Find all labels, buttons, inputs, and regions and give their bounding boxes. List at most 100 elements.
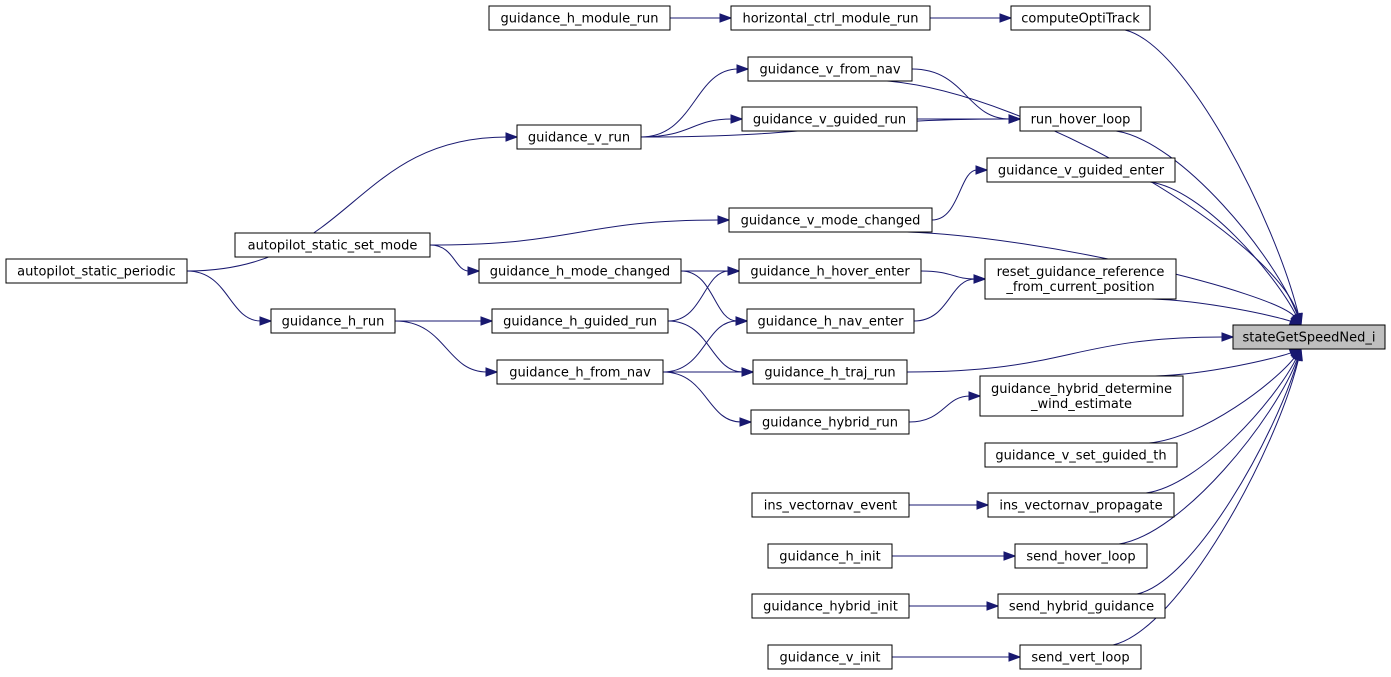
node-label: guidance_h_guided_run	[503, 315, 657, 330]
node-label: guidance_v_init	[780, 651, 881, 666]
node-label: guidance_v_from_nav	[759, 63, 900, 78]
node-guidance-h-nav-enter[interactable]: guidance_h_nav_enter	[746, 308, 915, 334]
node-guidance-hybrid-init[interactable]: guidance_hybrid_init	[751, 593, 910, 619]
edge-send-vert-loop-to-stategetspeedned-i	[1112, 347, 1303, 646]
node-reset-guidance-reference-from-current-position[interactable]: reset_guidance_reference_from_current_po…	[984, 258, 1177, 300]
edge-autopilot-static-set-mode-to-guidance-h-mode-changed	[429, 244, 481, 276]
edge-guidance-h-from-nav-to-guidance-h-traj-run	[663, 367, 755, 377]
edge-guidance-v-init-to-send-vert-loop	[892, 652, 1022, 662]
edge-line	[667, 320, 744, 373]
edge-line	[186, 270, 262, 322]
node-send-hybrid-guidance[interactable]: send_hybrid_guidance	[997, 593, 1166, 619]
node-box	[997, 593, 1166, 619]
node-guidance-h-guided-run[interactable]: guidance_h_guided_run	[491, 308, 669, 334]
node-autopilot-static-periodic[interactable]: autopilot_static_periodic	[5, 258, 188, 284]
edge-reset-guidance-reference-from-current-position-to-stategetspeedned-i	[1150, 298, 1303, 326]
arrowhead-icon	[730, 114, 744, 124]
edge-autopilot-static-periodic-to-guidance-v-run	[186, 132, 519, 272]
edge-guidance-v-run-to-guidance-v-guided-run	[640, 114, 744, 138]
edge-line	[913, 278, 976, 322]
node-stategetspeedned-i[interactable]: stateGetSpeedNed_i	[1232, 324, 1386, 350]
arrowhead-icon	[727, 266, 741, 276]
node-computeoptitrack[interactable]: computeOptiTrack	[1010, 5, 1151, 31]
node-box	[491, 308, 669, 334]
node-ins-vectornav-event[interactable]: ins_vectornav_event	[751, 492, 910, 518]
node-box	[234, 232, 431, 258]
node-box	[767, 543, 893, 569]
node-guidance-v-set-guided-th[interactable]: guidance_v_set_guided_th	[984, 442, 1178, 468]
node-label: guidance_h_module_run	[501, 12, 659, 27]
arrowhead-icon	[968, 391, 982, 401]
node-label: guidance_h_hover_enter	[750, 265, 910, 280]
node-box	[741, 106, 918, 132]
node-box	[751, 593, 910, 619]
node-guidance-h-mode-changed[interactable]: guidance_h_mode_changed	[478, 258, 682, 284]
node-send-hover-loop[interactable]: send_hover_loop	[1014, 543, 1148, 569]
edge-horizontal-ctrl-module-run-to-computeoptitrack	[930, 13, 1013, 23]
edge-line	[429, 219, 720, 246]
edge-guidance-h-from-nav-to-guidance-hybrid-run	[662, 371, 753, 427]
node-label: autopilot_static_periodic	[17, 265, 176, 280]
node-guidance-h-hover-enter[interactable]: guidance_h_hover_enter	[738, 258, 922, 284]
node-guidance-v-mode-changed[interactable]: guidance_v_mode_changed	[728, 207, 933, 233]
node-label: _wind_estimate	[1030, 397, 1132, 412]
node-guidance-h-module-run[interactable]: guidance_h_module_run	[488, 5, 671, 31]
node-label: ins_vectornav_event	[764, 499, 898, 514]
edge-guidance-hybrid-run-to-guidance-hybrid-determine-wind-estimate	[908, 391, 982, 423]
node-box	[979, 375, 1184, 417]
node-box	[1010, 5, 1151, 31]
node-label: horizontal_ctrl_module_run	[742, 12, 918, 27]
edge-autopilot-static-set-mode-to-guidance-v-mode-changed	[429, 215, 731, 246]
node-guidance-h-from-nav[interactable]: guidance_h_from_nav	[496, 359, 664, 385]
node-box	[986, 157, 1176, 183]
node-box	[746, 308, 915, 334]
node-guidance-h-run[interactable]: guidance_h_run	[270, 308, 396, 334]
node-label: autopilot_static_set_mode	[248, 239, 418, 254]
node-box	[5, 258, 188, 284]
node-ins-vectornav-propagate[interactable]: ins_vectornav_propagate	[987, 492, 1175, 518]
node-label: send_hybrid_guidance	[1009, 600, 1154, 615]
edge-line	[908, 395, 971, 423]
arrowhead-icon	[986, 601, 1000, 611]
node-label: _from_current_position	[1005, 280, 1154, 295]
arrowhead-icon	[1003, 551, 1017, 561]
edge-guidance-h-from-nav-to-guidance-h-nav-enter	[662, 316, 749, 373]
node-guidance-h-init[interactable]: guidance_h_init	[767, 543, 893, 569]
node-box	[767, 644, 893, 670]
node-guidance-h-traj-run[interactable]: guidance_h_traj_run	[752, 359, 908, 385]
node-box	[751, 492, 910, 518]
arrowhead-icon	[736, 64, 750, 74]
node-label: guidance_hybrid_init	[763, 600, 898, 615]
node-guidance-hybrid-determine-wind-estimate[interactable]: guidance_hybrid_determine_wind_estimate	[979, 375, 1184, 417]
arrowhead-icon	[1221, 332, 1235, 342]
node-guidance-v-init[interactable]: guidance_v_init	[767, 644, 893, 670]
edge-line	[931, 169, 978, 221]
arrowhead-icon	[719, 13, 733, 23]
node-send-vert-loop[interactable]: send_vert_loop	[1019, 644, 1142, 670]
node-label: guidance_h_from_nav	[509, 366, 651, 381]
node-box	[730, 5, 931, 31]
node-box	[984, 258, 1177, 300]
node-label: reset_guidance_reference	[997, 265, 1165, 280]
node-guidance-v-run[interactable]: guidance_v_run	[516, 124, 642, 150]
node-label: guidance_hybrid_determine	[991, 382, 1172, 397]
arrowhead-icon	[739, 417, 753, 427]
edge-line	[662, 371, 742, 423]
node-box	[1014, 543, 1148, 569]
arrowhead-icon	[973, 274, 987, 284]
node-label: stateGetSpeedNed_i	[1243, 331, 1376, 346]
arrowhead-icon	[999, 13, 1013, 23]
edge-guidance-h-init-to-send-hover-loop	[892, 551, 1017, 561]
node-guidance-v-guided-run[interactable]: guidance_v_guided_run	[741, 106, 918, 132]
arrowhead-icon	[741, 367, 755, 377]
node-label: send_vert_loop	[1031, 651, 1129, 666]
node-label: guidance_h_init	[779, 550, 881, 565]
node-guidance-v-from-nav[interactable]: guidance_v_from_nav	[747, 56, 913, 82]
node-label: guidance_v_mode_changed	[741, 214, 921, 229]
node-horizontal-ctrl-module-run[interactable]: horizontal_ctrl_module_run	[730, 5, 931, 31]
node-run-hover-loop[interactable]: run_hover_loop	[1019, 106, 1142, 132]
node-guidance-hybrid-run[interactable]: guidance_hybrid_run	[750, 409, 910, 435]
node-autopilot-static-set-mode[interactable]: autopilot_static_set_mode	[234, 232, 431, 258]
node-guidance-v-guided-enter[interactable]: guidance_v_guided_enter	[986, 157, 1176, 183]
